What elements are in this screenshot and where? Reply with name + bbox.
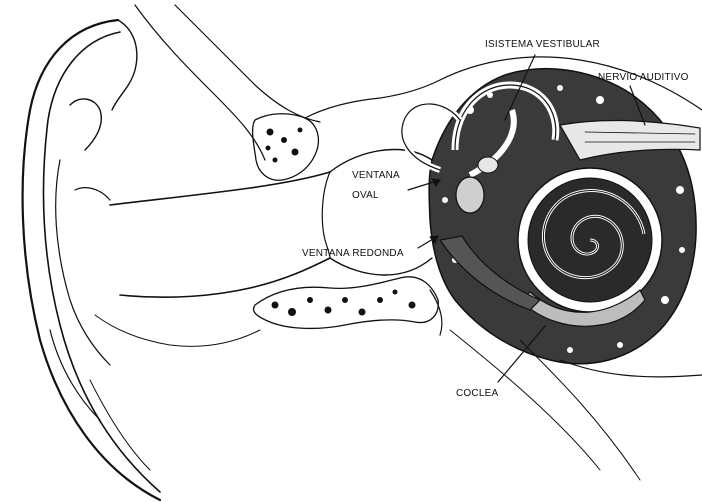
label-cochlea: COCLEA <box>456 388 498 399</box>
label-auditory-nerve: NERVIO AUDITIVO <box>598 72 689 83</box>
temporal-bone-lower <box>253 277 441 335</box>
label-round-window: VENTANA REDONDA <box>302 248 404 259</box>
temporal-bone-upper <box>253 80 440 180</box>
label-oval-window-line1: VENTANA <box>352 170 400 181</box>
outer-ear <box>23 20 160 500</box>
label-vestibular-system: ISISTEMA VESTIBULAR <box>485 39 600 50</box>
label-oval-window-line2: OVAL <box>352 190 379 201</box>
